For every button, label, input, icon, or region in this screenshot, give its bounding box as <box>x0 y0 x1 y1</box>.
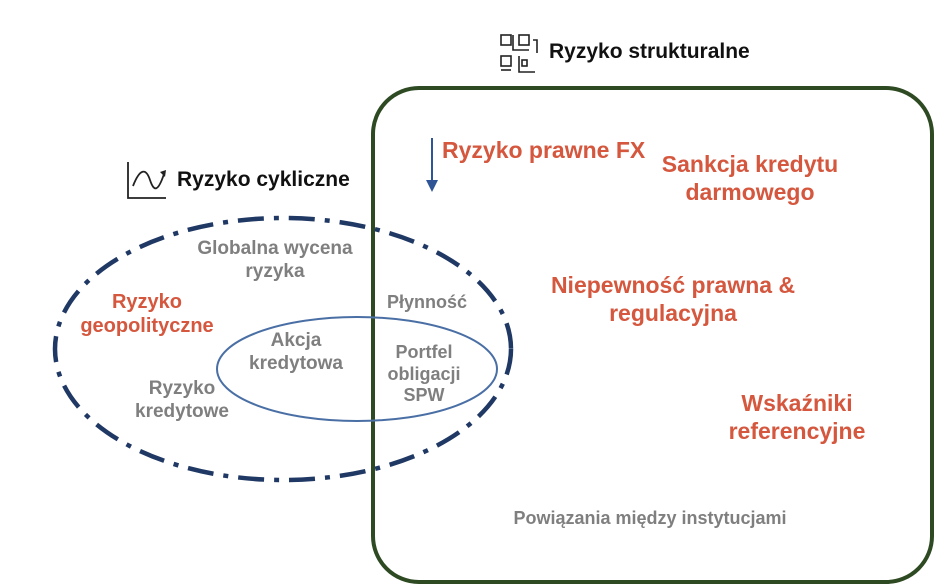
credit-action-label: Akcja kredytowa <box>249 330 343 374</box>
cyclical-risk-ellipse <box>52 215 514 483</box>
liquidity-label: Płynność <box>386 292 468 312</box>
structural-risk-box <box>371 86 934 584</box>
global-pricing-label: Globalna wycena ryzyka <box>197 238 353 282</box>
overlap-ellipse <box>216 316 498 422</box>
benchmarks-label: Wskaźniki referencyjne <box>728 390 866 444</box>
cyclical-risk-title: Ryzyko cykliczne <box>177 168 350 191</box>
qr-code-icon <box>500 34 538 73</box>
credit-risk-label: Ryzyko kredytowe <box>135 378 229 422</box>
legal-fx-risk-label: Ryzyko prawne FX <box>442 137 646 163</box>
down-arrow-icon <box>426 138 438 192</box>
bond-portfolio-label: Portfel obligacji SPW <box>387 342 461 406</box>
legal-uncertainty-label: Niepewność prawna & regulacyjna <box>550 272 796 326</box>
interconnections-label: Powiązania między instytucjami <box>513 508 787 528</box>
structural-risk-title: Ryzyko strukturalne <box>549 40 750 63</box>
free-credit-sanction-label: Sankcja kredytu darmowego <box>661 151 839 205</box>
cycle-chart-icon <box>127 162 166 199</box>
geopolitical-risk-label: Ryzyko geopolityczne <box>80 291 214 337</box>
